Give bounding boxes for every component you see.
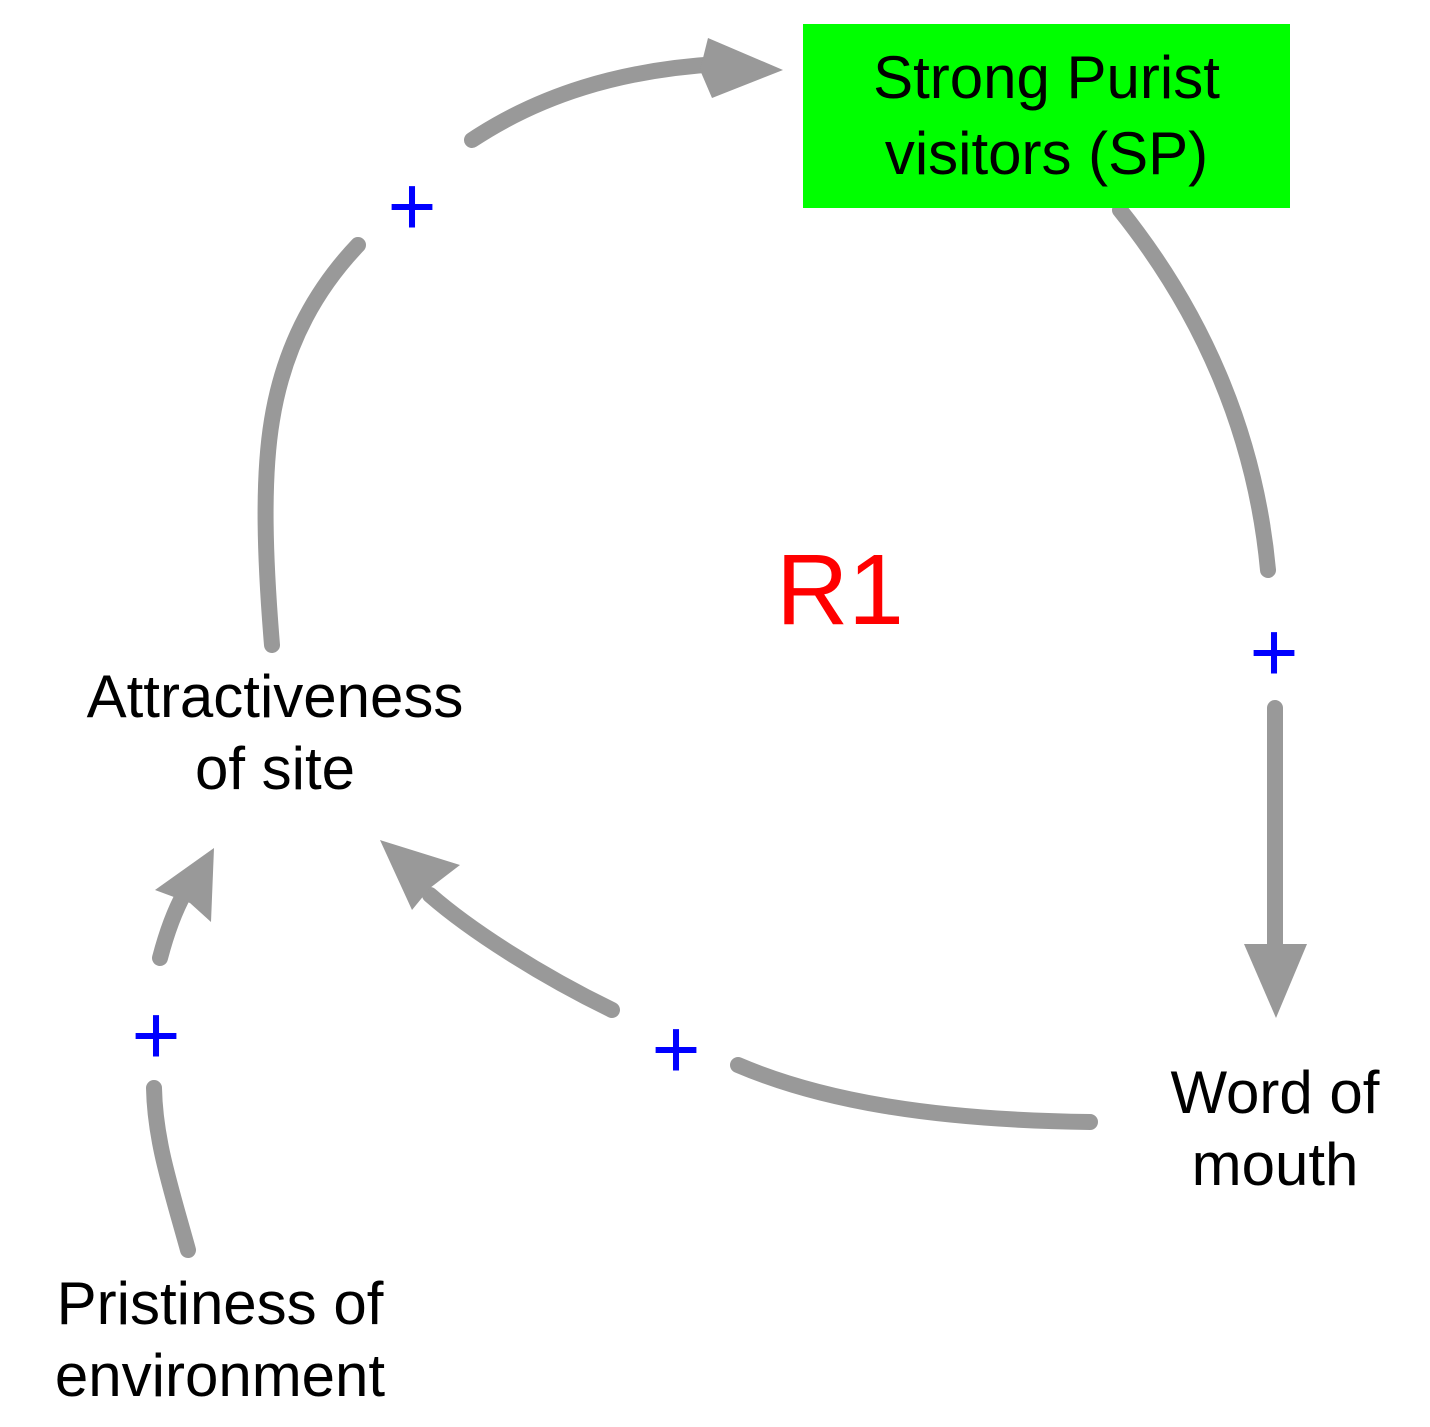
word-of-mouth-line1: Word of [1170, 1059, 1380, 1126]
arrowhead-to-word-of-mouth [1244, 944, 1307, 1018]
link-attractiveness-to-sp-upper [464, 56, 726, 148]
arrowhead-to-attractiveness-from-pristiness [155, 848, 214, 922]
arrowhead-to-sp [700, 38, 783, 98]
attractiveness-line2: of site [194, 735, 356, 802]
stock-label-line1: Strong Purist [873, 44, 1220, 111]
link-attractiveness-to-sp [257, 237, 366, 653]
polarity-pristiness-to-attractiveness: + [131, 988, 181, 1082]
polarity-sp-to-word-of-mouth: + [1249, 605, 1299, 699]
node-pristiness-of-environment: Pristiness of environment [10, 1268, 430, 1412]
polarity-attractiveness-to-sp: + [387, 159, 437, 253]
stock-strong-purist-visitors: Strong Purist visitors (SP) [803, 24, 1290, 208]
pristiness-line1: Pristiness of [56, 1270, 384, 1337]
polarity-word-of-mouth-to-attractiveness: + [651, 1002, 701, 1096]
node-attractiveness-of-site: Attractiveness of site [55, 661, 495, 805]
attractiveness-line1: Attractiveness [86, 663, 464, 730]
link-word-of-mouth-to-attractiveness-upper [422, 887, 620, 1018]
link-pristiness-to-attractiveness-upper [152, 884, 193, 966]
link-word-of-mouth-to-attractiveness [730, 1057, 1098, 1130]
link-pristiness-to-attractiveness [146, 1080, 196, 1258]
stock-label-line2: visitors (SP) [884, 120, 1209, 187]
pristiness-line2: environment [54, 1342, 386, 1409]
word-of-mouth-line2: mouth [1191, 1131, 1359, 1198]
loop-label-r1: R1 [776, 534, 904, 646]
node-word-of-mouth: Word of mouth [1135, 1057, 1415, 1201]
link-sp-to-word-of-mouth [1112, 202, 1276, 578]
arrowhead-to-attractiveness-from-wom [380, 840, 460, 910]
